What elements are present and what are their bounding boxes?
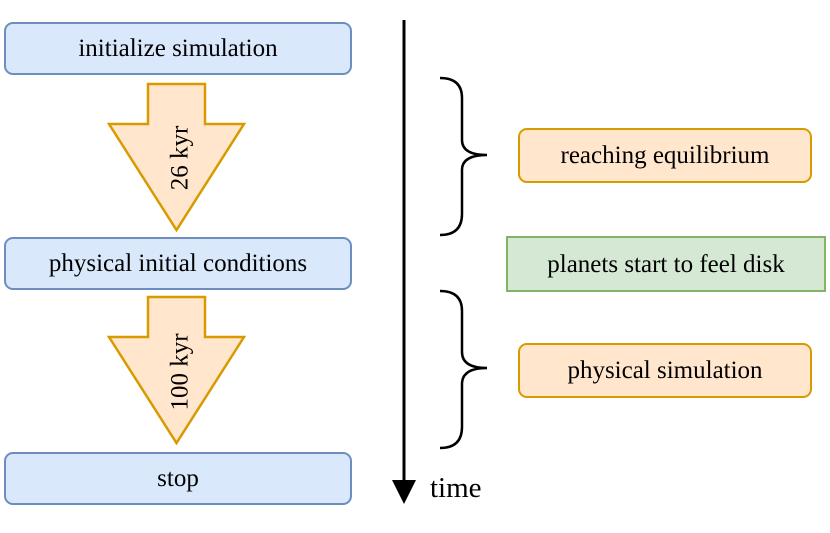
duration-arrow-1-label: 26 kyr [167, 125, 194, 190]
step-stop: stop [4, 452, 352, 505]
phase-physical-simulation: physical simulation [518, 343, 812, 398]
step-initialize-label: initialize simulation [78, 35, 278, 62]
duration-arrow-1 [106, 82, 247, 233]
duration-arrow-2-label: 100 kyr [167, 333, 194, 411]
brace-physical-simulation [439, 289, 488, 450]
event-feel-disk-label: planets start to feel disk [547, 250, 785, 278]
duration-arrow-2 [106, 295, 247, 446]
step-physical-initial-label: physical initial conditions [48, 250, 308, 277]
phase-equilibrium-label: reaching equilibrium [560, 142, 770, 169]
event-planets-feel-disk: planets start to feel disk [506, 236, 826, 292]
brace-equilibrium [439, 76, 488, 237]
time-axis-arrowhead [392, 480, 416, 504]
phase-reaching-equilibrium: reaching equilibrium [518, 128, 812, 183]
step-physical-initial-conditions: physical initial conditions [4, 237, 352, 290]
step-initialize-simulation: initialize simulation [4, 22, 352, 75]
time-axis-label: time [430, 472, 482, 504]
step-stop-label: stop [157, 465, 199, 492]
phase-physical-simulation-label: physical simulation [567, 357, 763, 384]
